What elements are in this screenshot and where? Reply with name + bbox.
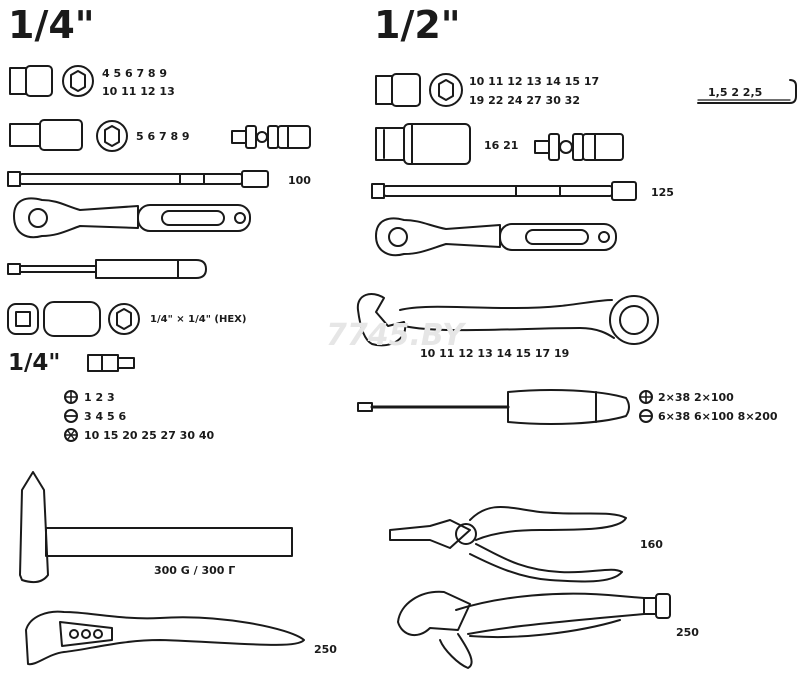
watermark: 7745.BY bbox=[326, 318, 464, 353]
bits-phillips: 1 2 3 bbox=[84, 391, 115, 404]
half-phillips-icon bbox=[639, 390, 653, 404]
quarter-extension-icon bbox=[7, 170, 269, 188]
half-screwdriver-icon bbox=[357, 389, 630, 425]
locking-pliers-size: 250 bbox=[676, 626, 699, 639]
quarter-socket-hex-icon bbox=[62, 65, 94, 97]
quarter-bit-icon bbox=[87, 354, 135, 372]
half-ratchet-icon bbox=[375, 217, 617, 257]
quarter-deep-sockets: 5 6 7 8 9 bbox=[136, 130, 190, 143]
quarter-deep-socket-hex-icon bbox=[96, 120, 128, 152]
quarter-deep-socket-icon bbox=[9, 119, 83, 151]
combination-wrench-icon bbox=[356, 293, 659, 347]
combination-pliers-size: 160 bbox=[640, 538, 663, 551]
hex-key-sizes: 1,5 2 2,5 bbox=[708, 86, 763, 99]
quarter-adapter-size: 1/4" × 1/4" (HEX) bbox=[150, 314, 247, 325]
heading-quarter: 1/4" bbox=[8, 3, 95, 47]
water-pump-pliers-size: 250 bbox=[314, 643, 337, 656]
heading-quarter-bits: 1/4" bbox=[8, 350, 61, 376]
slotted-icon bbox=[64, 409, 78, 423]
combination-pliers-icon bbox=[389, 506, 627, 583]
torx-icon bbox=[64, 428, 78, 442]
heading-half: 1/2" bbox=[374, 3, 461, 47]
quarter-extension-length: 100 bbox=[288, 174, 311, 187]
bits-slotted: 3 4 5 6 bbox=[84, 410, 127, 423]
quarter-universal-joint-icon bbox=[231, 125, 311, 149]
quarter-sockets-row1: 4 5 6 7 8 9 bbox=[102, 67, 168, 80]
hex-key-icon bbox=[697, 79, 797, 104]
half-socket-hex-icon bbox=[429, 73, 463, 107]
quarter-adapter-icon bbox=[7, 301, 140, 337]
hammer-icon bbox=[19, 471, 293, 584]
quarter-socket-icon bbox=[9, 65, 53, 97]
half-socket-icon bbox=[375, 73, 421, 107]
half-extension-icon bbox=[371, 181, 637, 201]
screwdriver-slotted-sizes: 6×38 6×100 8×200 bbox=[658, 410, 778, 423]
half-sockets-row2: 19 22 24 27 30 32 bbox=[469, 94, 580, 107]
screwdriver-phillips-sizes: 2×38 2×100 bbox=[658, 391, 734, 404]
wrench-sizes: 10 11 12 13 14 15 17 19 bbox=[420, 347, 570, 360]
half-universal-joint-icon bbox=[534, 133, 624, 161]
quarter-sockets-row2: 10 11 12 13 bbox=[102, 85, 175, 98]
locking-pliers-icon bbox=[397, 590, 671, 669]
quarter-screwdriver-handle-icon bbox=[7, 259, 207, 279]
half-spark-socket-icon bbox=[375, 123, 471, 165]
half-sockets-row1: 10 11 12 13 14 15 17 bbox=[469, 75, 600, 88]
half-slotted-icon bbox=[639, 409, 653, 423]
half-spark-sockets: 16 21 bbox=[484, 139, 519, 152]
phillips-icon bbox=[64, 390, 78, 404]
quarter-ratchet-icon bbox=[13, 197, 251, 239]
half-extension-length: 125 bbox=[651, 186, 674, 199]
bits-torx: 10 15 20 25 27 30 40 bbox=[84, 429, 215, 442]
hammer-weight: 300 G / 300 Г bbox=[154, 564, 236, 577]
water-pump-pliers-icon bbox=[25, 610, 305, 666]
